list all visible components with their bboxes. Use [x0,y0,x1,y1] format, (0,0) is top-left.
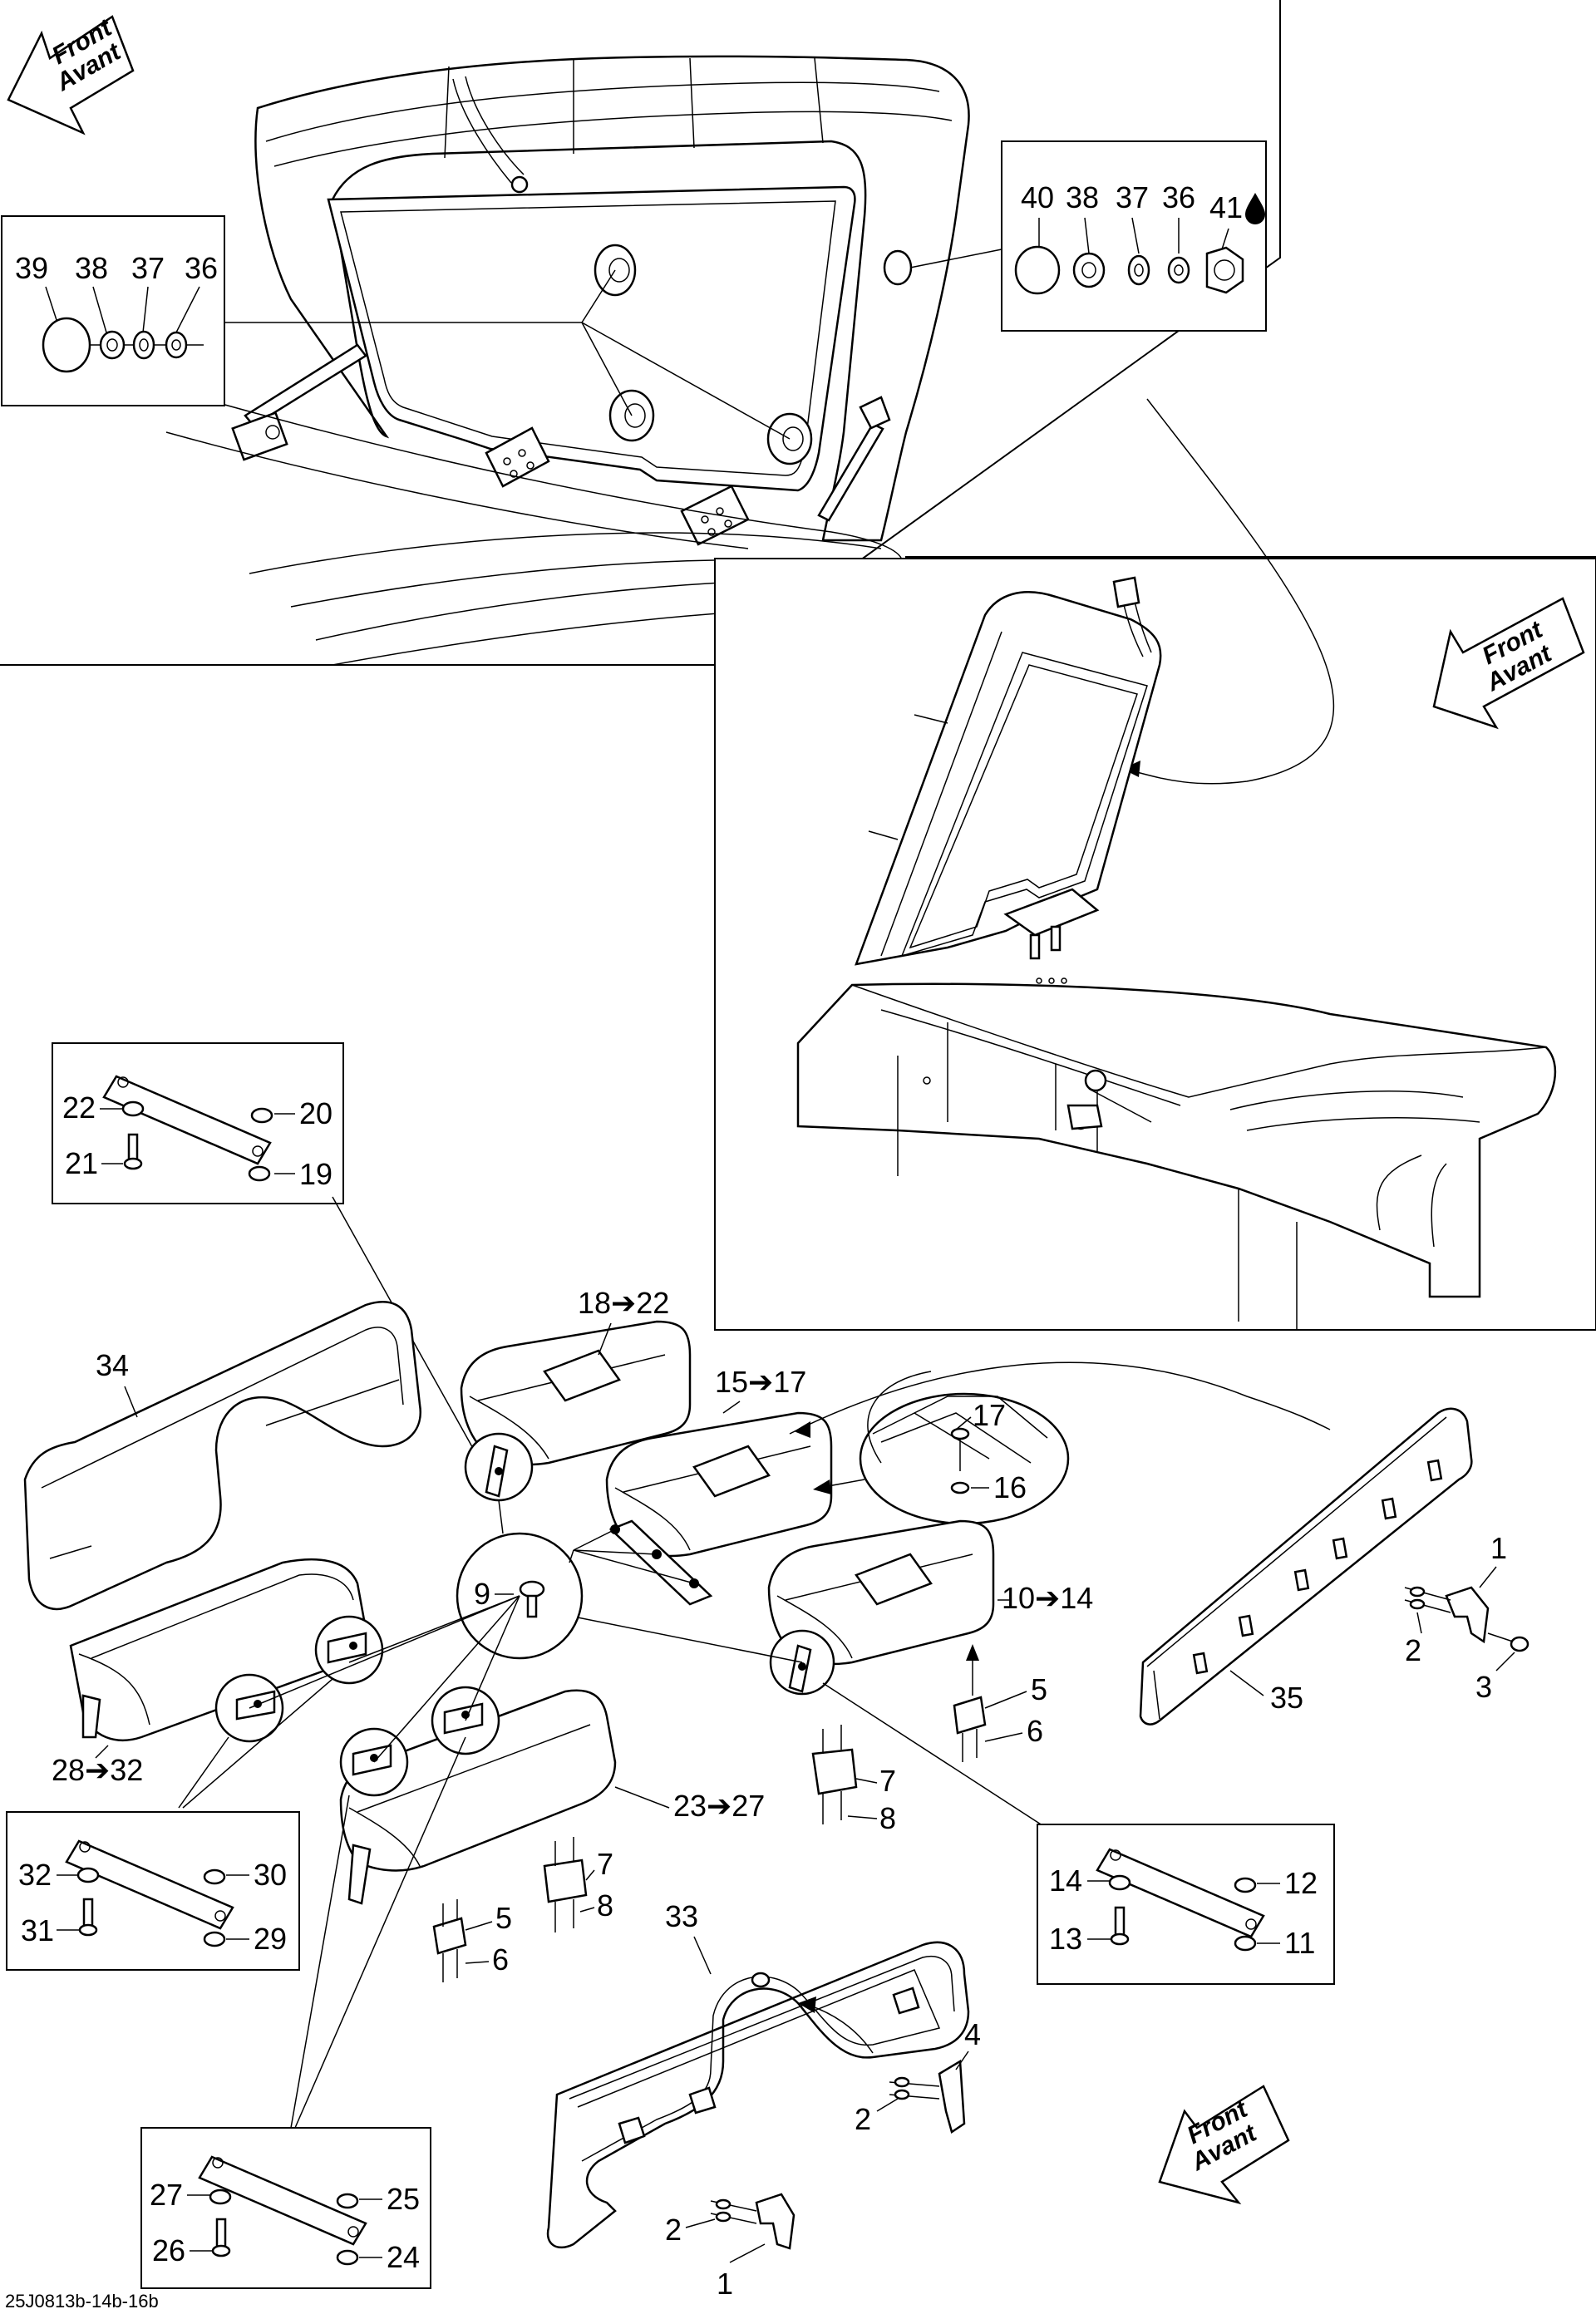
callout-35: 35 [1270,1681,1303,1715]
callout-14: 14 [1049,1864,1082,1898]
callout-9: 9 [474,1577,490,1611]
figure-code: 25J0813b-14b-16b [5,2291,159,2312]
screw-9-group: 9 [456,1499,584,1660]
hinge-left [485,426,550,488]
inset-cap-washers-right: 40 38 37 36 41 [1001,140,1267,332]
sealant-drop-icon [1245,193,1265,224]
callout-40: 40 [1021,180,1054,214]
callout-27: 27 [150,2178,183,2212]
rail-35: 35 [1139,1407,1473,1726]
callout-41: 41 [1209,190,1243,224]
callout-2a: 2 [1405,1633,1421,1667]
callout-1b: 1 [717,2267,733,2301]
callout-21: 21 [65,1146,98,1180]
callout-12: 12 [1284,1866,1318,1900]
backrest-33: 33 [546,1899,970,2249]
callout-33: 33 [665,1899,698,1933]
callout-18-22: 18➔22 [578,1286,669,1320]
callout-2b: 2 [855,2102,871,2136]
clip-33-bottom: 2 1 [665,2193,796,2301]
cushion-15-17: 15➔17 [573,1365,865,1606]
callout-4: 4 [964,2017,981,2051]
callout-3: 3 [1475,1670,1492,1704]
callout-30: 30 [254,1858,287,1892]
callout-36: 36 [185,251,218,285]
front-arrow-top-left: Front Avant [7,13,135,135]
front-arrow-middle-right: Front Avant [1432,597,1585,730]
callout-6a: 6 [1027,1714,1043,1748]
callout-38b: 38 [1066,180,1099,214]
detail-16-17: 17 16 [789,1361,1331,1525]
callout-6b: 6 [492,1942,509,1977]
callout-20: 20 [299,1096,332,1130]
callout-25: 25 [387,2182,420,2216]
callout-39: 39 [15,251,48,285]
top-scene [0,0,1281,666]
callout-13: 13 [1049,1922,1082,1956]
clip-33-right: 4 2 [855,2017,981,2136]
cushion-18-22: 18➔22 [460,1286,692,1502]
callout-16: 16 [993,1470,1027,1504]
callout-17: 17 [973,1398,1006,1432]
callout-37b: 37 [1116,180,1149,214]
callout-32: 32 [18,1858,52,1892]
callout-29: 29 [254,1922,287,1956]
cushion-28-32: 28➔32 [52,1558,384,1809]
hinge-right [680,485,750,546]
callout-15-17: 15➔17 [715,1365,806,1399]
callout-31: 31 [21,1913,54,1947]
brackets-lower: 5 6 7 8 7 8 5 6 [432,1672,1047,1982]
callout-26: 26 [152,2233,185,2267]
callout-8a: 8 [879,1801,896,1835]
backrest-34: 34 [23,1301,422,1611]
callout-5a: 5 [1031,1672,1047,1706]
callout-8b: 8 [597,1888,613,1923]
callout-24: 24 [387,2240,420,2274]
callout-11: 11 [1284,1926,1315,1960]
callout-36b: 36 [1162,180,1195,214]
inset-cap-washers-left: 39 38 37 36 [1,215,225,406]
inset-strap-19-22: 22 20 21 19 [52,1042,491,1480]
callout-28-32: 28➔32 [52,1753,143,1787]
inset-strap-24-27: 27 25 26 24 [140,2127,431,2289]
cushion-23-27: 23➔27 [249,1595,765,2129]
callout-1a: 1 [1490,1531,1507,1565]
clip-rail: 1 2 3 [1404,1531,1530,1704]
front-arrow-bottom-right: Front Avant [1158,2085,1290,2205]
callout-34: 34 [96,1348,129,1382]
callout-37: 37 [131,251,165,285]
callout-38: 38 [75,251,108,285]
inset-strap-11-14: 14 12 13 11 [1037,1824,1335,1985]
inset-strap-28-32: 32 30 31 29 [6,1811,300,1971]
callout-5b: 5 [495,1901,512,1935]
callout-2c: 2 [665,2213,682,2247]
callout-23-27: 23➔27 [673,1789,765,1823]
callout-19: 19 [299,1157,332,1191]
callout-7a: 7 [879,1764,896,1798]
cushion-10-14: 10➔14 [573,1519,1093,1829]
callout-22: 22 [62,1091,96,1125]
callout-10-14: 10➔14 [1002,1581,1093,1615]
callout-7b: 7 [597,1847,613,1881]
